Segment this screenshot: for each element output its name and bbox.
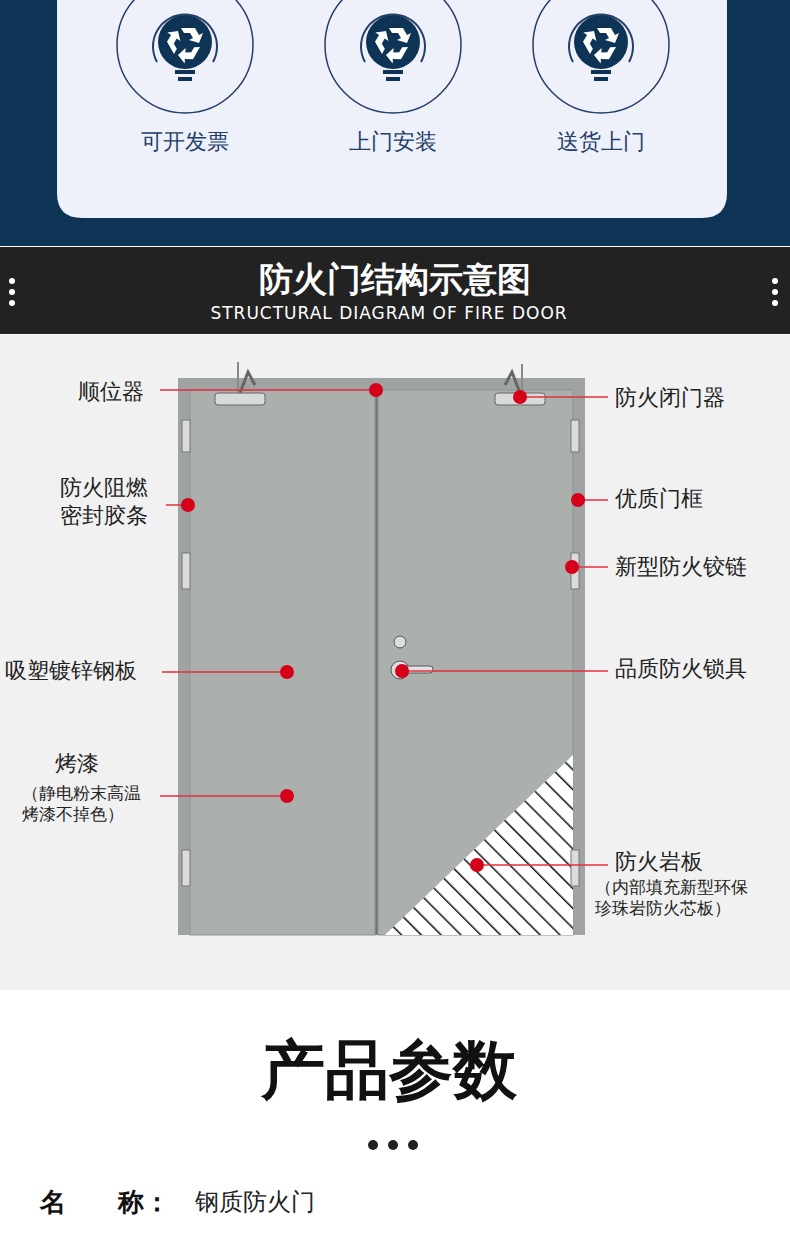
service-label: 上门安装 (313, 128, 473, 157)
door-closers (215, 362, 545, 405)
part-label: 优质门框 (615, 485, 703, 513)
part-label: 吸塑镀锌钢板 (5, 657, 137, 685)
part-label: 防火阻燃 密封胶条 (60, 474, 159, 529)
hinges (182, 420, 579, 886)
part-label: 品质防火锁具 (615, 655, 747, 683)
part-label: 烤漆 (55, 750, 99, 778)
part-label: 防火闭门器 (615, 384, 725, 412)
part-label: 新型防火铰链 (615, 553, 747, 581)
separator-dots (368, 1140, 418, 1150)
leader-lines (160, 390, 608, 865)
service-panel (57, 0, 727, 218)
part-label: 防火岩板 (615, 848, 703, 876)
service-icon (117, 0, 253, 113)
service-icon (533, 0, 669, 113)
fire-door (178, 362, 585, 935)
param-value: 钢质防火门 (195, 1187, 315, 1217)
part-label: 顺位器 (78, 378, 144, 406)
service-icons (117, 0, 669, 113)
part-note: （内部填充新型环保 珍珠岩防火芯板） (595, 877, 757, 920)
diagram-ground (0, 335, 790, 990)
section-heading: 产品参数 (0, 1030, 784, 1110)
service-item: 送货上门 (521, 128, 681, 157)
door-lock (391, 636, 433, 679)
part-note: （静电粉末高温 烤漆不掉色） (22, 783, 150, 826)
subtitle: STRUCTURAL DIAGRAM OF FIRE DOOR (0, 303, 784, 324)
title: 防火门结构示意图 (0, 258, 790, 301)
service-item: 上门安装 (313, 128, 473, 157)
service-item: 可开发票 (105, 128, 265, 157)
callout-dots (181, 383, 585, 872)
top-band (0, 0, 790, 246)
service-label: 送货上门 (521, 128, 681, 157)
service-icon (325, 0, 461, 113)
service-label: 可开发票 (105, 128, 265, 157)
rock-board-section (385, 755, 573, 935)
param-key: 名 称： (40, 1186, 170, 1219)
